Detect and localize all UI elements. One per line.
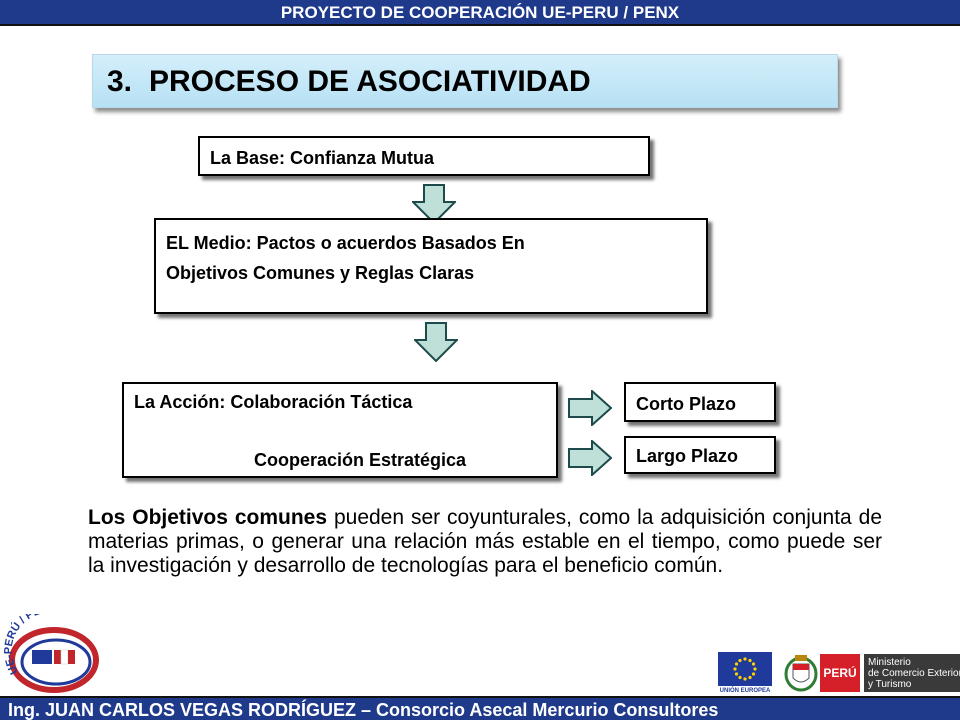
body-paragraph: Los Objetivos comunes pueden ser coyuntu… bbox=[88, 506, 882, 578]
paragraph-rest: pueden ser coyunturales, como la adquisi… bbox=[88, 506, 882, 577]
arrow-down-icon bbox=[414, 322, 458, 362]
page-title: PROCESO DE ASOCIATIVIDAD bbox=[149, 65, 591, 98]
largo-plazo-box: Largo Plazo bbox=[624, 436, 776, 474]
base-box: La Base: Confianza Mutua bbox=[198, 136, 650, 176]
svg-text:UE-PERÚ / PENX: UE-PERÚ / PENX bbox=[4, 614, 58, 676]
ministerio-line2: de Comercio Exterior bbox=[868, 668, 960, 679]
eu-flag-icon bbox=[718, 652, 772, 686]
base-label: La Base: Confianza Mutua bbox=[210, 148, 435, 168]
penx-logo-text: UE-PERÚ / PENX bbox=[4, 614, 58, 676]
medio-line2: Objetivos Comunes y Reglas Claras bbox=[166, 263, 475, 283]
peru-seal-icon bbox=[784, 655, 818, 692]
corto-plazo-label: Corto Plazo bbox=[636, 394, 737, 414]
medio-box: EL Medio: Pactos o acuerdos Basados En O… bbox=[154, 218, 708, 314]
accion-line1: La Acción: Colaboración Táctica bbox=[134, 392, 413, 412]
partner-logos: UNIÓN EUROPEA PERÚ Ministerio de Comerci… bbox=[718, 648, 960, 696]
ministerio-logo: Ministerio de Comercio Exterior y Turism… bbox=[864, 654, 960, 692]
top-banner: PROYECTO DE COOPERACIÓN UE-PERU / PENX bbox=[0, 0, 960, 26]
paragraph-lead: Los Objetivos comunes bbox=[88, 506, 328, 529]
penx-logo: UE-PERÚ / PENX bbox=[4, 614, 99, 693]
title-box: 3. PROCESO DE ASOCIATIVIDAD bbox=[92, 54, 838, 108]
medio-line1: EL Medio: Pactos o acuerdos Basados En bbox=[166, 233, 525, 253]
arrow-down-icon bbox=[412, 184, 456, 224]
arrow-right-icon bbox=[568, 440, 612, 476]
ministerio-line3: y Turismo bbox=[868, 679, 912, 690]
ministerio-line1: Ministerio bbox=[868, 657, 911, 668]
footer-bar: Ing. JUAN CARLOS VEGAS RODRÍGUEZ – Conso… bbox=[0, 696, 960, 720]
accion-line2: Cooperación Estratégica bbox=[254, 450, 467, 470]
title-number: 3. bbox=[107, 65, 133, 98]
eu-caption: UNIÓN EUROPEA bbox=[719, 688, 771, 694]
arrow-right-icon bbox=[568, 390, 612, 426]
accion-box: La Acción: Colaboración Táctica Cooperac… bbox=[122, 382, 558, 478]
peru-label: PERÚ bbox=[820, 654, 860, 692]
corto-plazo-box: Corto Plazo bbox=[624, 382, 776, 422]
largo-plazo-label: Largo Plazo bbox=[636, 446, 739, 466]
